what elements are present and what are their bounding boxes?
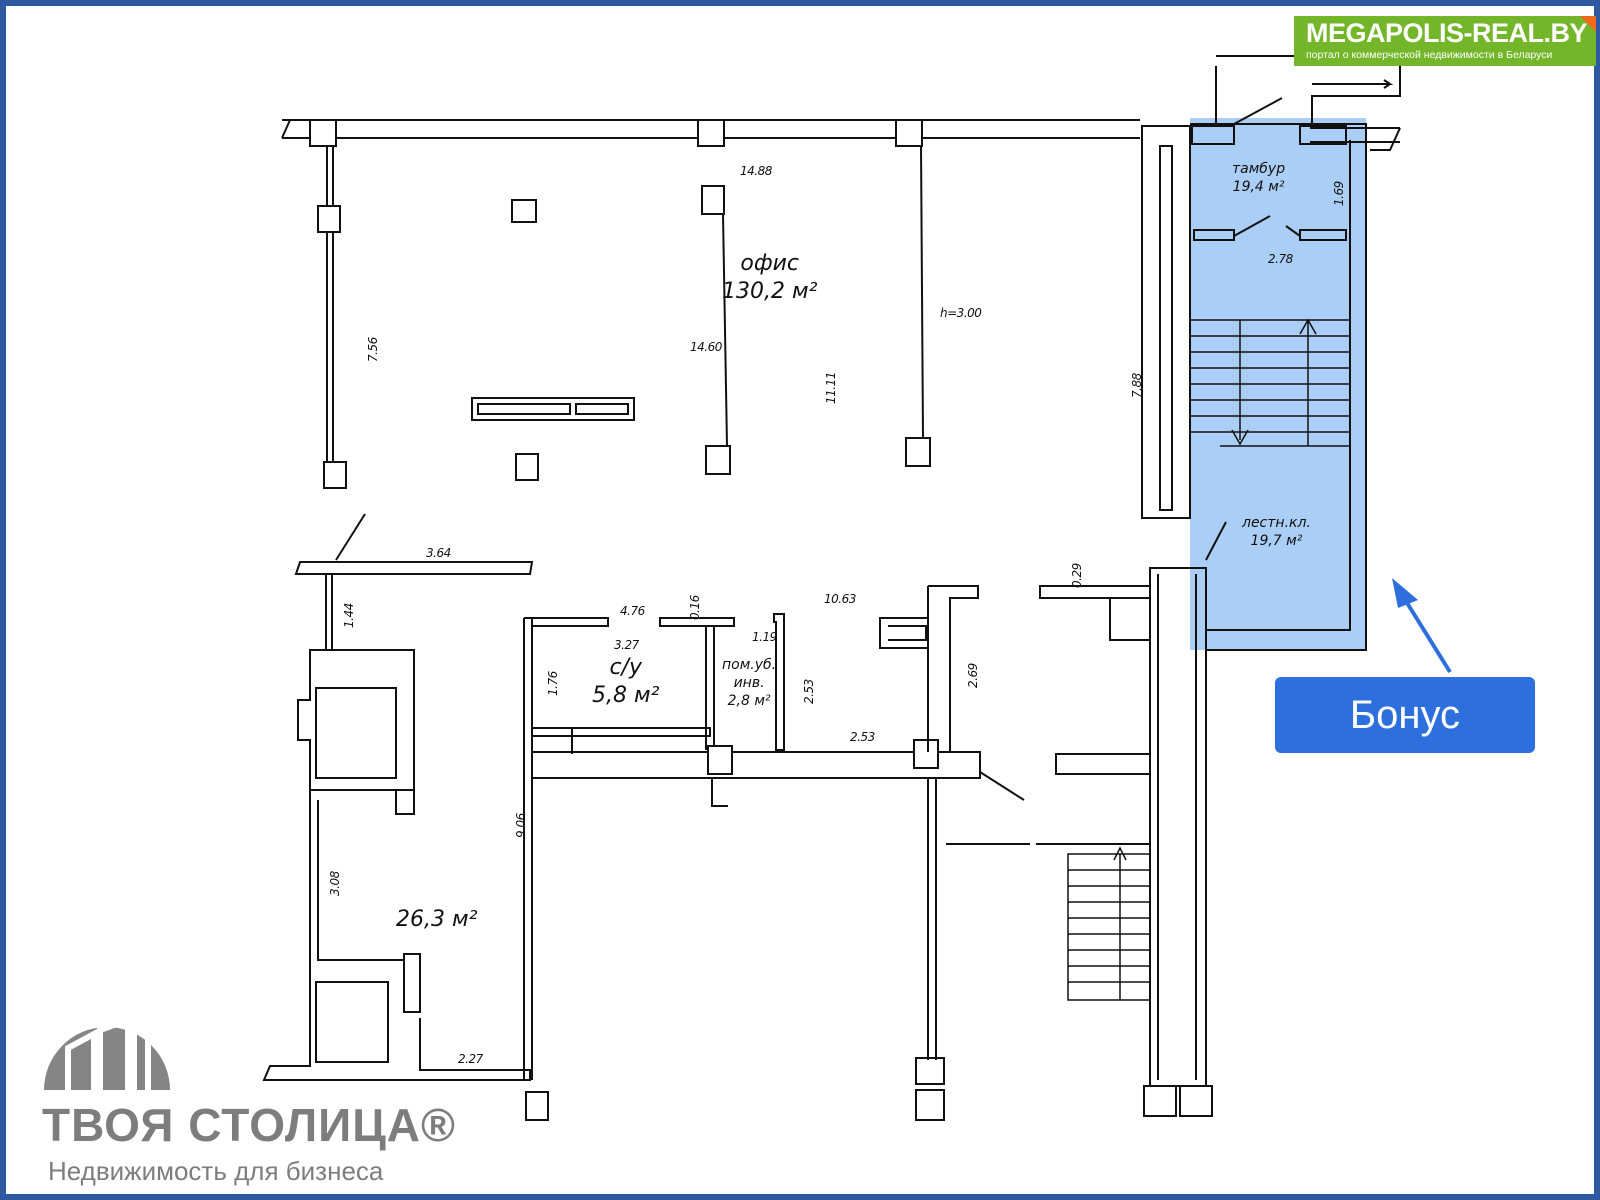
room-utility-label: пом.уб.инв.2,8 м² bbox=[722, 657, 777, 709]
dimension: 1.19 bbox=[752, 630, 777, 644]
dimension: 0.29 bbox=[1070, 563, 1084, 588]
callout-arrow bbox=[1402, 596, 1452, 674]
dimension: 2.69 bbox=[966, 663, 980, 688]
dimension: 2.78 bbox=[1268, 252, 1293, 266]
dimension: 2.27 bbox=[458, 1052, 483, 1066]
dimension: 10.63 bbox=[824, 592, 856, 606]
dimension: 9.06 bbox=[514, 813, 528, 838]
dimension: 7.56 bbox=[366, 337, 380, 362]
corner-fold-icon bbox=[1580, 16, 1596, 32]
dimension: 11.11 bbox=[824, 372, 838, 404]
megapolis-logo: MEGAPOLIS-REAL.BY портал о коммерческой … bbox=[1294, 16, 1596, 66]
dimension: 2.53 bbox=[802, 679, 816, 704]
dimension: 7.88 bbox=[1130, 373, 1144, 398]
dimension: 3.64 bbox=[426, 546, 451, 560]
dimension: 14.60 bbox=[690, 340, 722, 354]
room-left-label: 26,3 м² bbox=[396, 907, 478, 932]
column bbox=[309, 119, 337, 147]
building-logo-icon bbox=[44, 1008, 170, 1090]
dimension: 4.76 bbox=[620, 604, 645, 618]
dimension: 3.27 bbox=[614, 638, 639, 652]
dimension: 3.08 bbox=[328, 871, 342, 896]
dimension: h=3.00 bbox=[940, 306, 982, 320]
dimension: 14.88 bbox=[740, 164, 772, 178]
column bbox=[895, 119, 923, 147]
floor-plan-drawing bbox=[262, 55, 1452, 1121]
dimension: 1.69 bbox=[1332, 181, 1346, 206]
bonus-callout: Бонус bbox=[1275, 677, 1535, 753]
dimension: 0.16 bbox=[688, 595, 702, 620]
dimension: 1.76 bbox=[546, 671, 560, 696]
column bbox=[697, 119, 725, 147]
dimension: 2.53 bbox=[850, 730, 875, 744]
dimension: 1.44 bbox=[342, 603, 356, 628]
room-stairwell-label: лестн.кл.19,7 м² bbox=[1242, 515, 1311, 549]
